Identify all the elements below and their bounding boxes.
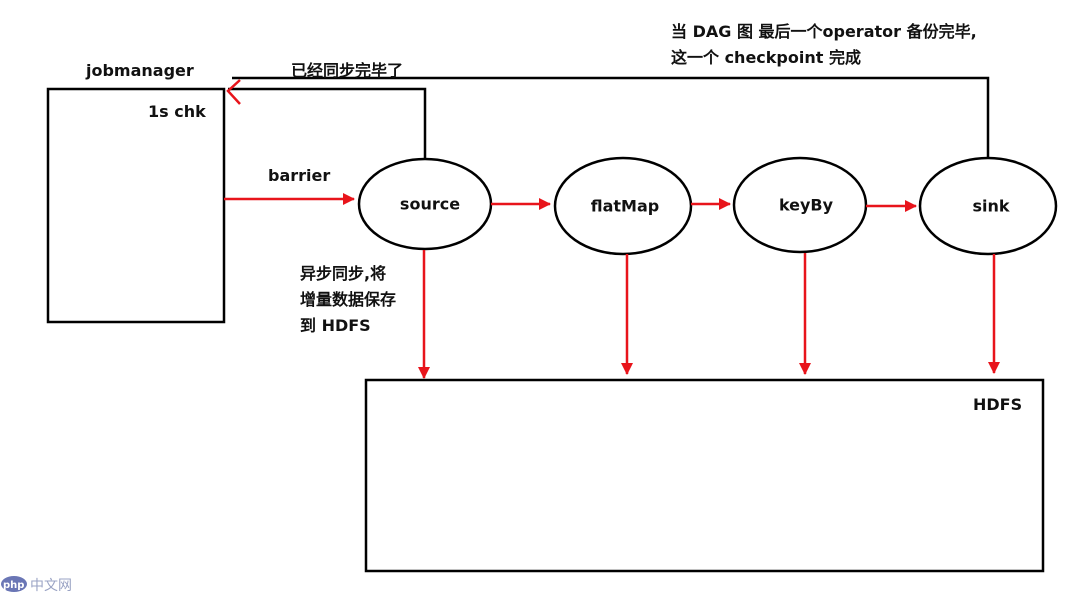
operator-sink	[918, 156, 1058, 256]
checkpoint-interval-label: 1s chk	[148, 102, 206, 121]
watermark-text: 中文网	[30, 578, 72, 594]
watermark: php 中文网	[1, 576, 72, 594]
async-note-line3: 到 HDFS	[300, 316, 371, 335]
operator-flatmap	[553, 156, 693, 256]
jobmanager-box	[46, 87, 226, 324]
watermark-brand: php	[3, 580, 24, 591]
operator-source-label: source	[400, 195, 460, 214]
dag-note-line1: 当 DAG 图 最后一个operator 备份完毕,	[671, 22, 977, 41]
hdfs-box	[364, 378, 1045, 573]
php-logo-icon	[1, 576, 27, 592]
operator-sink-label: sink	[972, 197, 1009, 216]
sink-ack-line	[232, 76, 990, 158]
operator-flatmap-label: flatMap	[591, 197, 659, 216]
synced-label: 已经同步完毕了	[291, 61, 403, 80]
async-note-line2: 增量数据保存	[300, 290, 396, 309]
barrier-label: barrier	[268, 166, 330, 185]
async-note-line1: 异步同步,将	[300, 264, 386, 283]
operator-keyby-label: keyBy	[779, 196, 834, 215]
dag-note-line2: 这一个 checkpoint 完成	[671, 48, 861, 67]
jobmanager-title: jobmanager	[85, 61, 194, 80]
ack-arrowhead	[226, 79, 241, 105]
source-ack-line	[228, 87, 427, 160]
hdfs-label: HDFS	[973, 395, 1022, 414]
